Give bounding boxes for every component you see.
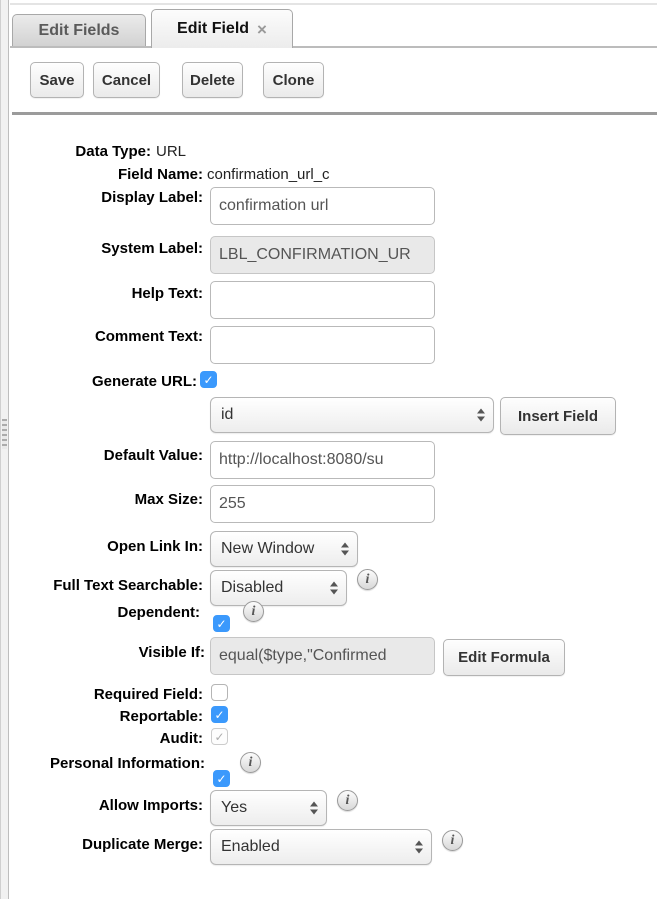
reportable-label: Reportable: xyxy=(119,708,203,725)
reportable-checkbox[interactable]: ✓ xyxy=(211,706,228,723)
checkmark-icon: ✓ xyxy=(216,616,227,631)
visible-if-input xyxy=(210,637,435,675)
duplicate-merge-label: Duplicate Merge: xyxy=(82,836,203,853)
tab-edit-field-label: Edit Field xyxy=(177,20,250,37)
info-icon[interactable]: i xyxy=(240,752,261,773)
max-size-input[interactable] xyxy=(210,485,435,523)
system-label-input xyxy=(210,236,435,274)
info-icon[interactable]: i xyxy=(337,790,358,811)
max-size-label: Max Size: xyxy=(134,491,203,508)
field-name-label: Field Name: xyxy=(117,166,203,183)
display-label-input[interactable] xyxy=(210,187,435,225)
audit-label: Audit: xyxy=(159,730,203,747)
comment-text-label: Comment Text: xyxy=(94,328,203,345)
url-field-select-value: id xyxy=(221,406,234,423)
full-text-searchable-select[interactable]: Disabled xyxy=(210,570,347,606)
full-text-searchable-value: Disabled xyxy=(221,579,284,596)
generate-url-label: Generate URL: xyxy=(91,373,197,390)
field-name-value: confirmation_url_c xyxy=(207,166,330,183)
help-text-input[interactable] xyxy=(210,281,435,319)
panel-splitter[interactable] xyxy=(0,0,9,899)
info-icon[interactable]: i xyxy=(357,569,378,590)
cancel-button[interactable]: Cancel xyxy=(93,62,160,98)
display-label-label: Display Label: xyxy=(101,189,203,206)
splitter-grip-icon[interactable] xyxy=(2,419,7,449)
allow-imports-value: Yes xyxy=(221,799,248,816)
checkmark-icon: ✓ xyxy=(214,729,225,744)
allow-imports-label: Allow Imports: xyxy=(98,797,203,814)
select-arrows-icon xyxy=(415,840,423,854)
checkmark-icon: ✓ xyxy=(214,707,225,722)
required-field-label: Required Field: xyxy=(93,686,203,703)
duplicate-merge-value: Enabled xyxy=(221,838,280,855)
edit-formula-button[interactable]: Edit Formula xyxy=(443,639,565,676)
delete-button[interactable]: Delete xyxy=(182,62,243,98)
open-link-in-label: Open Link In: xyxy=(107,538,203,555)
tabstrip-divider xyxy=(10,46,657,48)
select-arrows-icon xyxy=(310,801,318,815)
system-label-label: System Label: xyxy=(101,240,203,257)
clone-button[interactable]: Clone xyxy=(263,62,324,98)
visible-if-label: Visible If: xyxy=(138,644,205,661)
duplicate-merge-select[interactable]: Enabled xyxy=(210,829,432,865)
data-type-label: Data Type: xyxy=(75,143,151,160)
default-value-input[interactable] xyxy=(210,441,435,479)
tab-edit-fields-label: Edit Fields xyxy=(38,21,120,39)
close-icon[interactable]: × xyxy=(257,19,267,39)
data-type-value: URL xyxy=(156,143,187,160)
toolbar-divider xyxy=(12,112,657,115)
dependent-checkbox[interactable]: ✓ xyxy=(213,615,230,632)
top-divider xyxy=(10,3,657,5)
checkmark-icon: ✓ xyxy=(203,372,214,387)
checkmark-icon: ✓ xyxy=(216,771,227,786)
audit-checkbox: ✓ xyxy=(211,728,228,745)
open-link-in-select[interactable]: New Window xyxy=(210,531,358,567)
tab-edit-field[interactable]: Edit Field × xyxy=(151,9,293,48)
info-icon[interactable]: i xyxy=(243,601,264,622)
full-text-searchable-label: Full Text Searchable: xyxy=(53,577,203,594)
generate-url-checkbox[interactable]: ✓ xyxy=(200,371,217,388)
url-field-select[interactable]: id xyxy=(210,397,494,433)
required-field-checkbox[interactable] xyxy=(211,684,228,701)
dependent-label: Dependent: xyxy=(117,604,201,621)
select-arrows-icon xyxy=(341,542,349,556)
save-button[interactable]: Save xyxy=(30,62,84,98)
info-icon[interactable]: i xyxy=(442,830,463,851)
tab-edit-fields[interactable]: Edit Fields xyxy=(12,14,146,46)
personal-information-label: Personal Information: xyxy=(49,755,205,772)
help-text-label: Help Text: xyxy=(131,285,203,302)
select-arrows-icon xyxy=(330,581,338,595)
allow-imports-select[interactable]: Yes xyxy=(210,790,327,826)
select-arrows-icon xyxy=(477,408,485,422)
insert-field-button[interactable]: Insert Field xyxy=(500,397,616,435)
open-link-in-value: New Window xyxy=(221,540,315,557)
personal-information-checkbox[interactable]: ✓ xyxy=(213,770,230,787)
comment-text-input[interactable] xyxy=(210,326,435,364)
default-value-label: Default Value: xyxy=(103,447,203,464)
